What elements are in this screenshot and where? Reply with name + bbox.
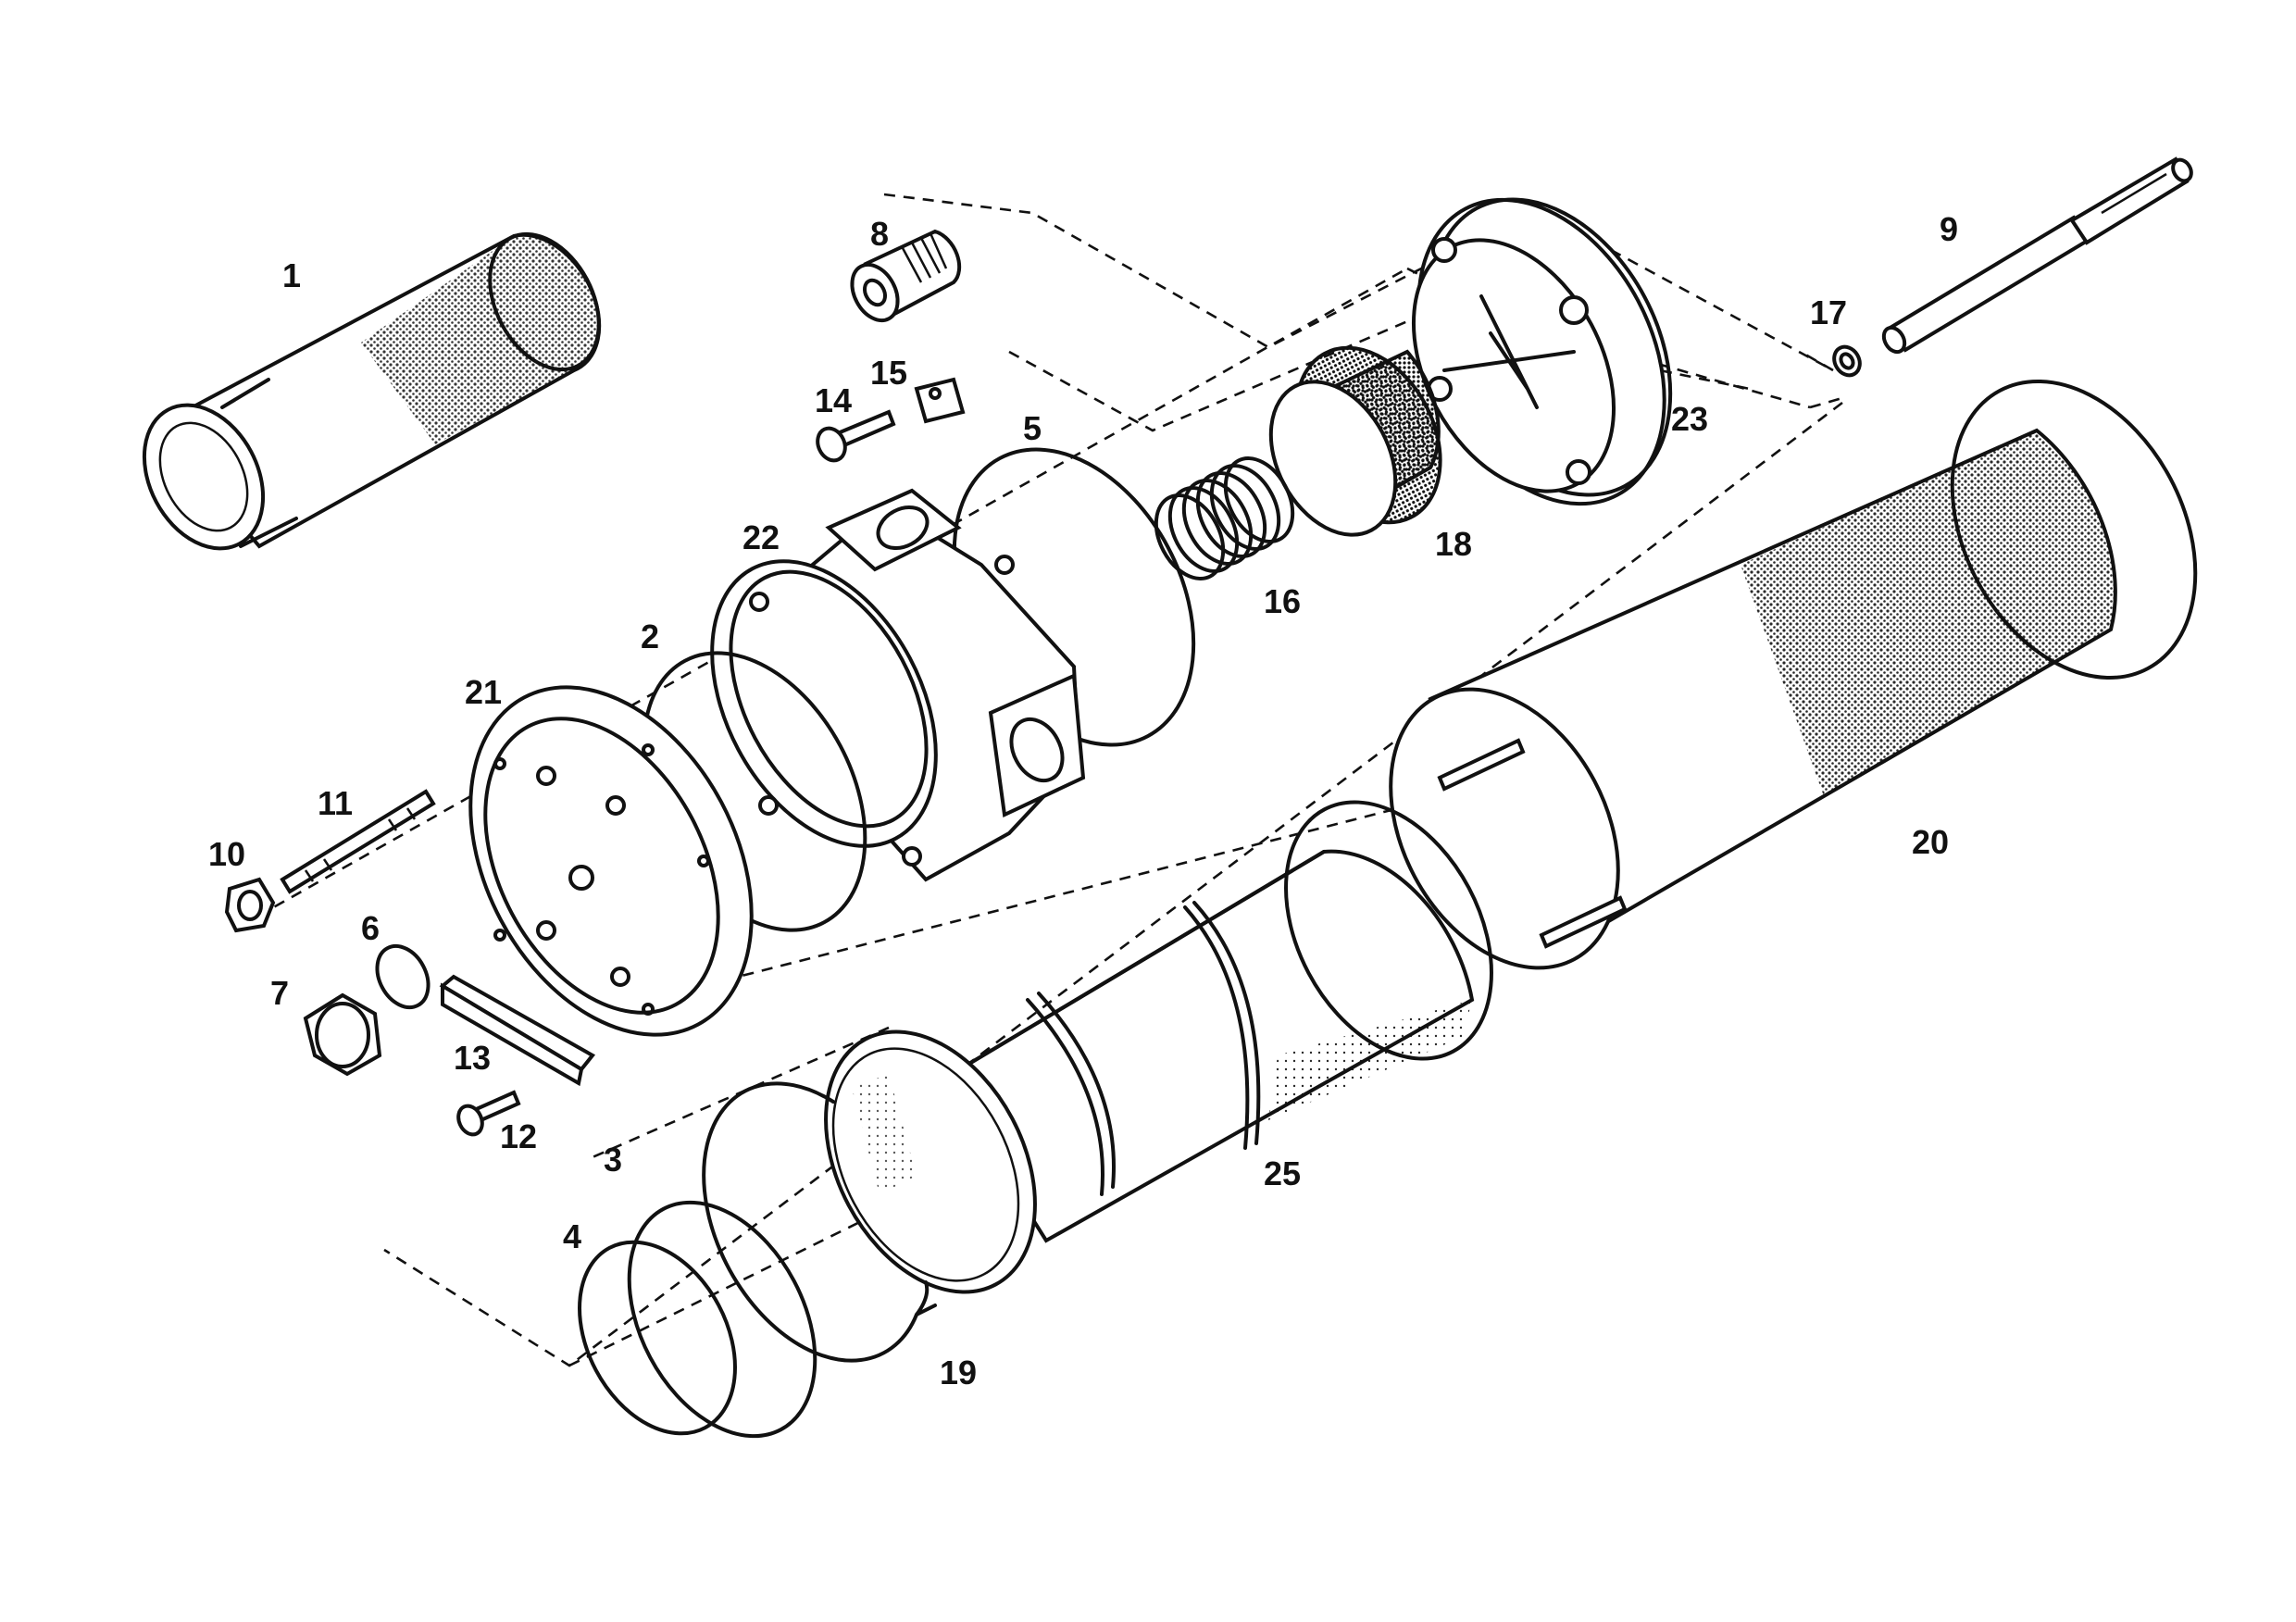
part-19-snap-ring [702, 1081, 937, 1363]
part-13-cable-guard [439, 974, 596, 1087]
part-20-screen-sleeve [1389, 380, 2198, 970]
label-part-7: 7 [270, 974, 289, 1012]
part-18-screen-band [1268, 345, 1442, 537]
label-part-21: 21 [465, 673, 502, 711]
label-part-15: 15 [870, 354, 907, 392]
label-part-11: 11 [318, 784, 353, 822]
label-part-13: 13 [454, 1039, 491, 1077]
label-part-19: 19 [940, 1354, 977, 1391]
part-1-intake-screen [142, 231, 602, 551]
part-17-nut [1832, 344, 1862, 378]
label-part-22: 22 [742, 518, 780, 556]
part-23-end-plate [1411, 197, 1673, 506]
label-part-2: 2 [641, 618, 659, 655]
part-8-coupling [850, 229, 962, 323]
label-part-6: 6 [361, 909, 380, 947]
part-10-nut [224, 877, 276, 933]
part-21-flange-plate [468, 685, 754, 1037]
part-25-pump-body [824, 800, 1493, 1294]
label-part-1: 1 [282, 256, 301, 294]
label-part-5: 5 [1023, 409, 1042, 447]
label-part-20: 20 [1912, 823, 1949, 861]
label-part-3: 3 [604, 1141, 622, 1179]
part-6-small-o-ring [375, 943, 430, 1010]
label-part-23: 23 [1671, 400, 1708, 438]
part-3-o-ring [627, 1200, 817, 1439]
part-16-spring [1154, 456, 1295, 580]
part-4-o-ring [578, 1240, 737, 1436]
label-part-25: 25 [1264, 1154, 1301, 1192]
part-7-plug [303, 992, 382, 1077]
label-part-16: 16 [1264, 582, 1301, 620]
label-part-18: 18 [1435, 525, 1472, 563]
part-14-bolt [816, 409, 896, 463]
label-part-12: 12 [500, 1117, 537, 1155]
part-labels: 1 8 9 17 23 15 14 5 18 16 22 2 21 11 10 … [208, 210, 1958, 1391]
label-part-9: 9 [1940, 210, 1958, 248]
label-part-14: 14 [815, 381, 852, 419]
part-22-housing [710, 488, 1086, 882]
part-9-shaft [1881, 156, 2193, 355]
label-part-4: 4 [563, 1217, 581, 1255]
label-part-10: 10 [208, 835, 245, 873]
label-part-17: 17 [1810, 293, 1847, 331]
part-11-stud [280, 789, 436, 894]
part-12-screw [456, 1090, 521, 1137]
part-15-clip [914, 377, 966, 424]
label-part-8: 8 [870, 215, 889, 253]
